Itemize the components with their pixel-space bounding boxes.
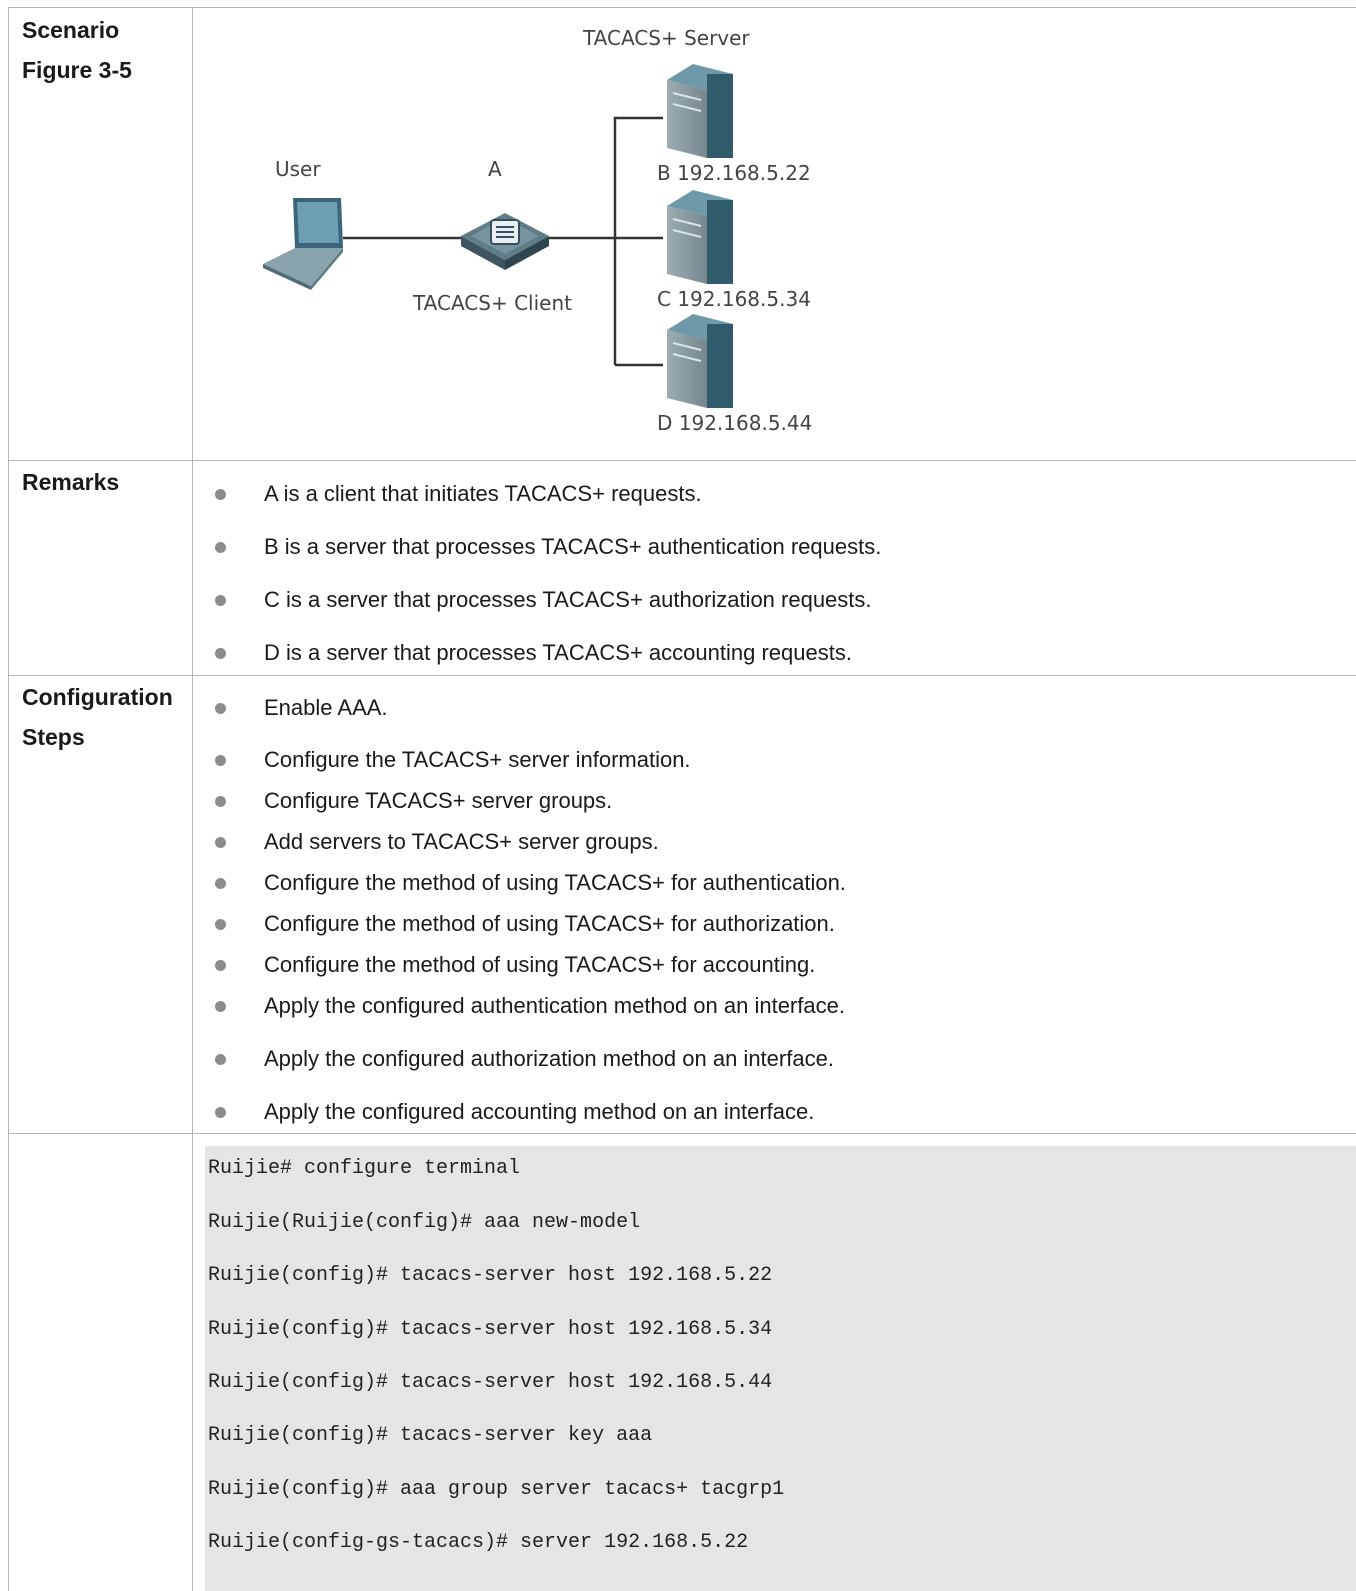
bullet-icon	[215, 877, 226, 889]
code-line: Ruijie(config)# aaa group server tacacs+…	[208, 1478, 785, 1501]
list-item: Configure the method of using TACACS+ fo…	[215, 950, 815, 980]
bullet-icon	[215, 1000, 226, 1012]
bullet-icon	[215, 836, 226, 848]
row-divider	[8, 1133, 1356, 1134]
bullet-icon	[215, 754, 226, 766]
switch-icon	[461, 213, 549, 270]
network-diagram: TACACS+ Server User A TACACS+ Client B 1…	[263, 26, 812, 435]
server-c-label: C 192.168.5.34	[657, 287, 811, 311]
list-item: Enable AAA.	[215, 693, 388, 723]
list-item: A is a client that initiates TACACS+ req…	[215, 479, 702, 509]
server-d-icon	[667, 314, 733, 408]
remarks-label: Remarks	[22, 469, 120, 495]
bullet-icon	[215, 959, 226, 971]
bullet-icon	[215, 647, 226, 659]
switch-label: A	[488, 157, 502, 181]
scenario-label: Scenario	[22, 17, 120, 43]
steps-label: Steps	[22, 724, 85, 750]
bullet-icon	[215, 488, 226, 500]
code-line: Ruijie(config)# tacacs-server host 192.1…	[208, 1318, 773, 1341]
code-line: Ruijie(config)# tacacs-server key aaa	[208, 1424, 653, 1447]
code-line: Ruijie(config)# tacacs-server host 192.1…	[208, 1264, 773, 1287]
code-block	[205, 1146, 1356, 1591]
row-divider	[8, 675, 1356, 676]
bullet-icon	[215, 918, 226, 930]
connection-lines	[343, 116, 663, 367]
list-item: Apply the configured accounting method o…	[215, 1097, 814, 1127]
list-item: Add servers to TACACS+ server groups.	[215, 827, 659, 857]
column-divider	[192, 7, 193, 1591]
list-item: Apply the configured authorization metho…	[215, 1044, 834, 1074]
server-b-icon	[667, 64, 733, 158]
list-item: Configure the method of using TACACS+ fo…	[215, 909, 835, 939]
server-b-label: B 192.168.5.22	[657, 161, 811, 185]
server-c-icon	[667, 190, 733, 284]
list-item: Configure TACACS+ server groups.	[215, 786, 612, 816]
server-d-label: D 192.168.5.44	[657, 411, 812, 435]
code-line: Ruijie(Ruijie(config)# aaa new-model	[208, 1211, 641, 1234]
bullet-icon	[215, 1106, 226, 1118]
client-label: TACACS+ Client	[412, 291, 572, 315]
bullet-icon	[215, 795, 226, 807]
code-line: Ruijie(config)# tacacs-server host 192.1…	[208, 1371, 773, 1394]
bullet-icon	[215, 1053, 226, 1065]
config-label: Configuration	[22, 684, 173, 710]
server-title: TACACS+ Server	[582, 26, 750, 50]
bullet-icon	[215, 541, 226, 553]
list-item: Configure the TACACS+ server information…	[215, 745, 691, 775]
list-item: Apply the configured authentication meth…	[215, 991, 845, 1021]
figure-label: Figure 3-5	[22, 57, 132, 83]
laptop-icon	[263, 198, 343, 290]
code-line: Ruijie# configure terminal	[208, 1157, 521, 1180]
bullet-icon	[215, 702, 226, 714]
user-label: User	[275, 157, 321, 181]
list-item: D is a server that processes TACACS+ acc…	[215, 638, 852, 668]
list-item: B is a server that processes TACACS+ aut…	[215, 532, 881, 562]
row-divider	[8, 460, 1356, 461]
code-line: Ruijie(config-gs-tacacs)# server 192.168…	[208, 1531, 749, 1554]
list-item: C is a server that processes TACACS+ aut…	[215, 585, 872, 615]
table-top-border	[8, 7, 1356, 8]
table-left-border	[8, 7, 9, 1591]
list-item: Configure the method of using TACACS+ fo…	[215, 868, 846, 898]
bullet-icon	[215, 594, 226, 606]
